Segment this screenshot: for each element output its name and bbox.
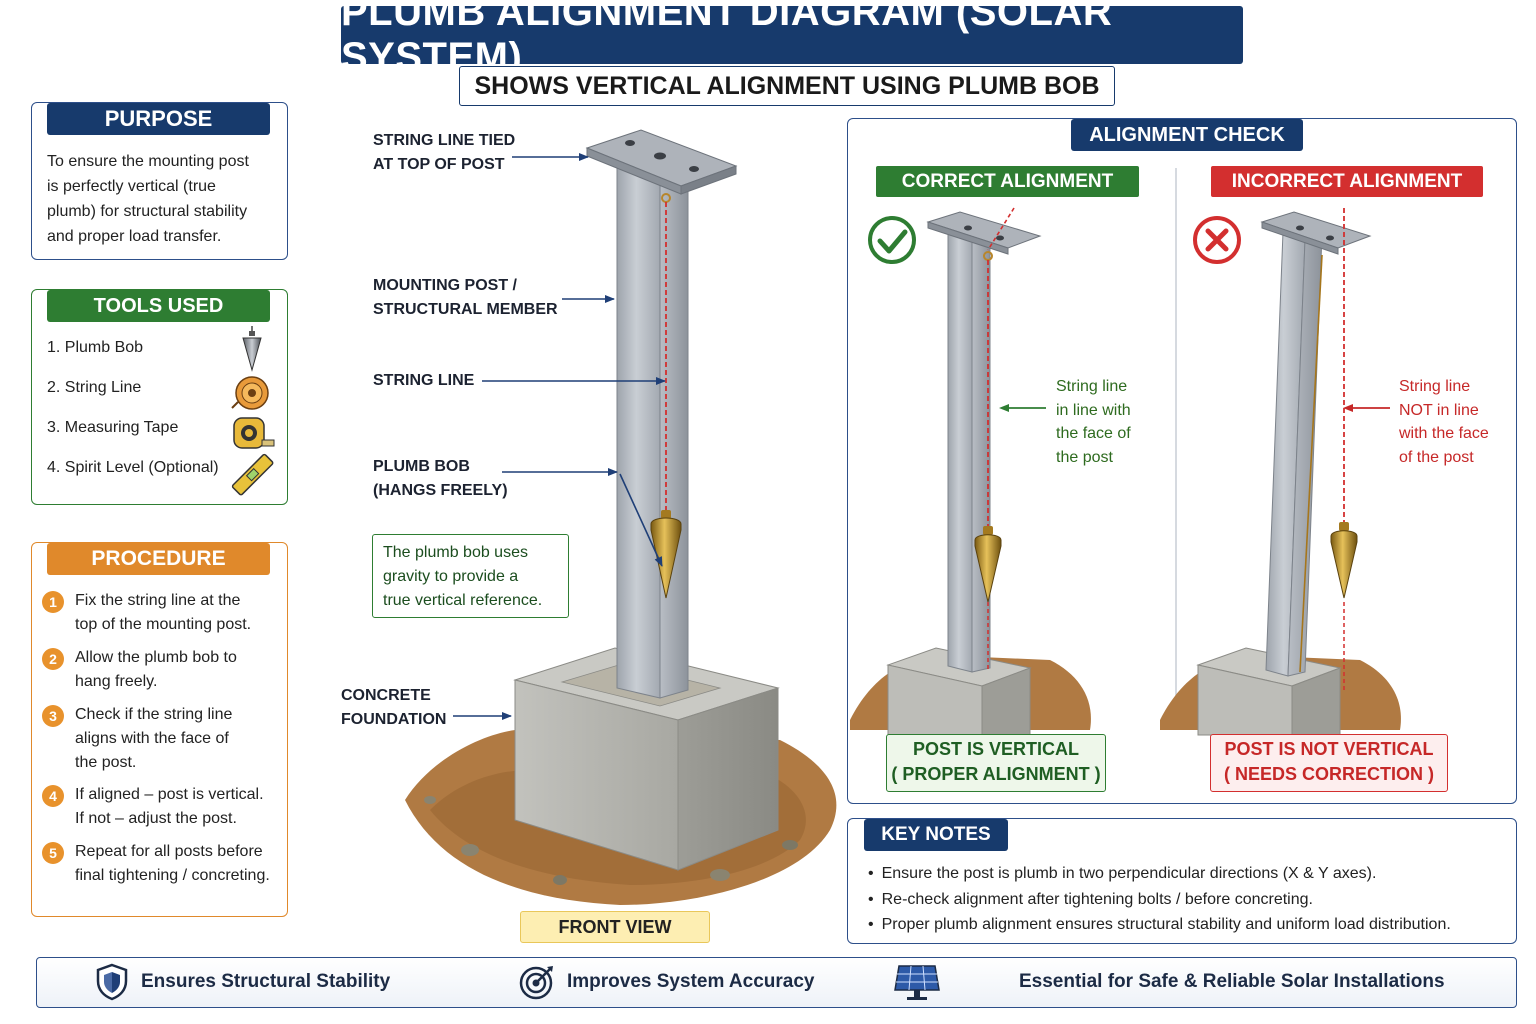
key-note-item: Ensure the post is plumb in two perpendi… [868, 861, 1451, 887]
purpose-heading: PURPOSE [47, 103, 270, 135]
string-line-reel-icon [231, 376, 269, 410]
front-view-caption: FRONT VIEW [520, 911, 710, 943]
correct-verdict: POST IS VERTICAL ( PROPER ALIGNMENT ) [886, 734, 1106, 792]
tool-item-spirit-level: 4. Spirit Level (Optional) [47, 459, 219, 476]
page-title: PLUMB ALIGNMENT DIAGRAM (SOLAR SYSTEM) [341, 0, 1243, 79]
footer-item-accuracy: Improves System Accuracy [517, 958, 814, 1006]
incorrect-scene [1160, 208, 1401, 736]
tools-heading: TOOLS USED [47, 290, 270, 322]
purpose-line: and proper load transfer. [47, 228, 222, 245]
incorrect-alignment-tag: INCORRECT ALIGNMENT [1211, 166, 1483, 197]
measuring-tape-icon [233, 417, 275, 449]
procedure-card: PROCEDURE 1 Fix the string line at the t… [31, 542, 288, 917]
purpose-text: To ensure the mounting post is perfectly… [47, 149, 279, 249]
purpose-card: PURPOSE To ensure the mounting post is p… [31, 102, 288, 260]
step-line: If aligned – post is vertical. [75, 786, 264, 803]
check-circle-icon [868, 216, 916, 264]
x-circle-icon [1193, 216, 1241, 264]
footer-item-stability: Ensures Structural Stability [95, 958, 390, 1006]
step-line: the post. [75, 754, 137, 771]
step-line: top of the mounting post. [75, 616, 252, 633]
procedure-step: 2 Allow the plumb bob to hang freely. [42, 646, 282, 694]
procedure-step: 3 Check if the string line aligns with t… [42, 703, 282, 775]
concrete-foundation [513, 647, 780, 871]
tool-item-measuring-tape: 3. Measuring Tape [47, 419, 179, 436]
step-line: hang freely. [75, 673, 158, 690]
procedure-step: 4 If aligned – post is vertical. If not … [42, 783, 282, 831]
key-notes-card: KEY NOTES Ensure the post is plumb in tw… [847, 818, 1517, 944]
label-concrete-foundation: CONCRETE FOUNDATION [341, 687, 447, 728]
label-mounting-post: MOUNTING POST / STRUCTURAL MEMBER [373, 277, 558, 318]
procedure-step: 5 Repeat for all posts before final tigh… [42, 840, 282, 888]
step-number: 5 [42, 842, 64, 864]
step-number: 1 [42, 591, 64, 613]
mounting-post [585, 129, 738, 699]
key-notes-list: Ensure the post is plumb in two perpendi… [868, 861, 1451, 938]
step-number: 2 [42, 648, 64, 670]
shield-icon [96, 963, 128, 1001]
label-string-tied: STRING LINE TIED AT TOP OF POST [373, 132, 516, 173]
key-note-item: Proper plumb alignment ensures structura… [868, 912, 1451, 938]
step-number: 4 [42, 785, 64, 807]
label-string-line: STRING LINE [373, 372, 475, 389]
purpose-line: is perfectly vertical (true [47, 178, 216, 195]
step-line: aligns with the face of [75, 730, 229, 747]
tool-item-plumb-bob: 1. Plumb Bob [47, 339, 144, 356]
step-number: 3 [42, 705, 64, 727]
page-subtitle: SHOWS VERTICAL ALIGNMENT USING PLUMB BOB [459, 66, 1115, 106]
step-line: final tightening / concreting. [75, 867, 270, 884]
tool-item-string-line: 2. String Line [47, 379, 142, 396]
footer-item-solar: Essential for Safe & Reliable Solar Inst… [893, 958, 1445, 1006]
footer-bar: Ensures Structural Stability Improves Sy… [36, 957, 1517, 1008]
correct-side-text: String line in line with the face of the… [1056, 378, 1131, 466]
label-plumb-bob: PLUMB BOB (HANGS FREELY) [373, 458, 508, 499]
step-line: Fix the string line at the [75, 592, 241, 609]
alignment-check-heading: ALIGNMENT CHECK [1071, 119, 1303, 151]
incorrect-side-text: String line NOT in line with the face of… [1399, 378, 1489, 466]
plumb-bob-icon [242, 326, 262, 372]
step-line: Repeat for all posts before [75, 843, 263, 860]
step-line: Allow the plumb bob to [75, 649, 237, 666]
incorrect-verdict: POST IS NOT VERTICAL ( NEEDS CORRECTION … [1210, 734, 1448, 792]
step-line: Check if the string line [75, 706, 233, 723]
correct-scene [850, 207, 1091, 736]
plumb-bob [650, 510, 682, 599]
spirit-level-icon [231, 453, 274, 496]
correct-alignment-tag: CORRECT ALIGNMENT [876, 166, 1139, 197]
target-icon [519, 966, 553, 1000]
tools-card: TOOLS USED 1. Plumb Bob 2. String Line 3… [31, 289, 288, 505]
purpose-line: To ensure the mounting post [47, 153, 249, 170]
callout-arrows [453, 153, 666, 720]
key-notes-heading: KEY NOTES [864, 819, 1008, 851]
solar-panel-icon [894, 965, 940, 1000]
plumb-string-line [661, 193, 671, 512]
purpose-line: plumb) for structural stability [47, 203, 248, 220]
gravity-note: The plumb bob uses gravity to provide a … [372, 534, 569, 618]
procedure-step: 1 Fix the string line at the top of the … [42, 589, 282, 637]
key-note-item: Re-check alignment after tightening bolt… [868, 887, 1451, 913]
step-line: If not – adjust the post. [75, 810, 237, 827]
procedure-heading: PROCEDURE [47, 543, 270, 575]
